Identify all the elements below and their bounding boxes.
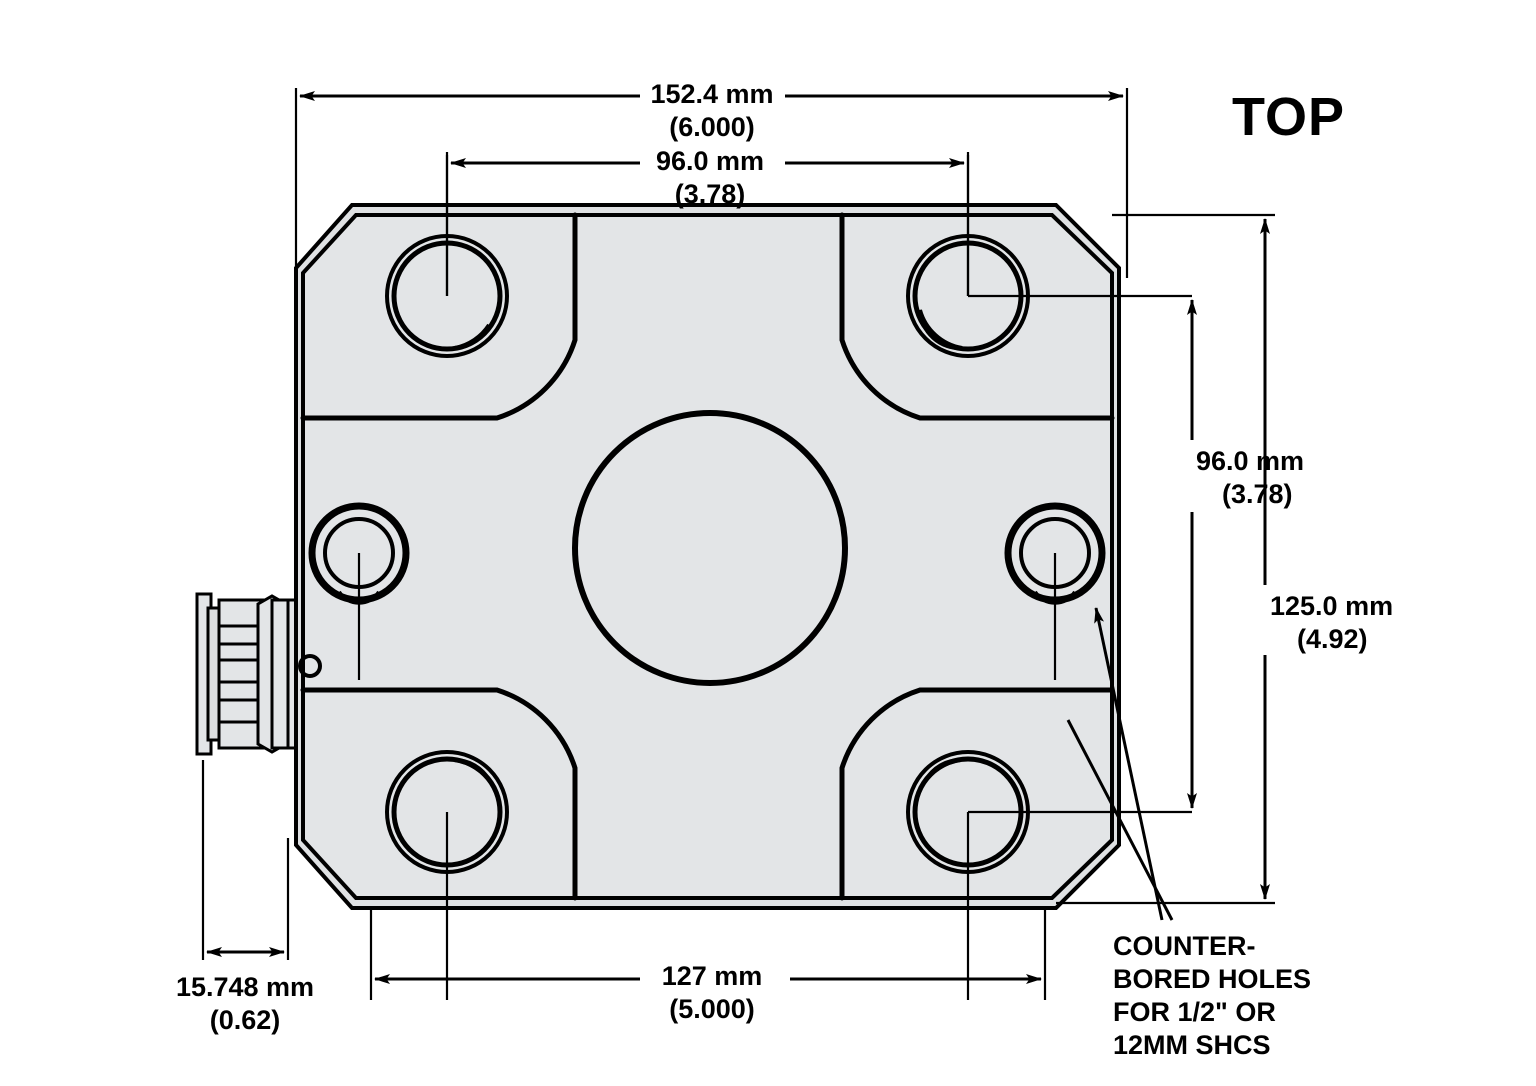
dimension-top-overall: 152.4 mm (6.000) bbox=[294, 79, 1129, 278]
dim-top-holes-inch: (3.78) bbox=[675, 179, 746, 209]
dowel-pin-hole bbox=[298, 654, 322, 678]
view-label-top: TOP bbox=[1232, 87, 1345, 147]
dim-bottom-overall-inch: (5.000) bbox=[669, 994, 755, 1024]
dimension-bottom-overall: 127 mm (5.000) bbox=[369, 908, 1047, 1024]
counterbore-leader-lines bbox=[1066, 607, 1174, 921]
dim-left-offset-mm: 15.748 mm bbox=[176, 972, 314, 1002]
counterbore-note: COUNTER- BORED HOLES FOR 1/2" OR 12MM SH… bbox=[1113, 931, 1311, 1060]
dimension-left-offset: 15.748 mm (0.62) bbox=[176, 760, 314, 1035]
dim-right-overall-inch: (4.92) bbox=[1297, 624, 1368, 654]
dim-right-holes-inch: (3.78) bbox=[1222, 479, 1293, 509]
center-boss-edges bbox=[573, 215, 844, 222]
dim-bottom-overall-mm: 127 mm bbox=[662, 961, 763, 991]
dim-top-holes-mm: 96.0 mm bbox=[656, 146, 764, 176]
dimension-right-hole-spacing: 96.0 mm (3.78) bbox=[1187, 299, 1304, 809]
counterbore-note-line-4: 12MM SHCS bbox=[1113, 1030, 1271, 1060]
dimension-right-overall: 125.0 mm (4.92) bbox=[1056, 213, 1393, 905]
center-bore bbox=[572, 410, 848, 686]
side-connector-assembly bbox=[195, 592, 306, 756]
dim-top-overall-inch: (6.000) bbox=[669, 112, 755, 142]
counterbore-note-line-1: COUNTER- bbox=[1113, 931, 1256, 961]
dim-right-holes-mm: 96.0 mm bbox=[1196, 446, 1304, 476]
dim-top-overall-mm: 152.4 mm bbox=[650, 79, 773, 109]
dimension-top-hole-spacing: 96.0 mm (3.78) bbox=[445, 146, 970, 296]
counterbore-note-line-3: FOR 1/2" OR bbox=[1113, 997, 1276, 1027]
dim-left-offset-inch: (0.62) bbox=[210, 1005, 281, 1035]
dim-right-overall-mm: 125.0 mm bbox=[1270, 591, 1393, 621]
pocket-contours bbox=[300, 212, 1115, 901]
counterbore-note-line-2: BORED HOLES bbox=[1113, 964, 1311, 994]
